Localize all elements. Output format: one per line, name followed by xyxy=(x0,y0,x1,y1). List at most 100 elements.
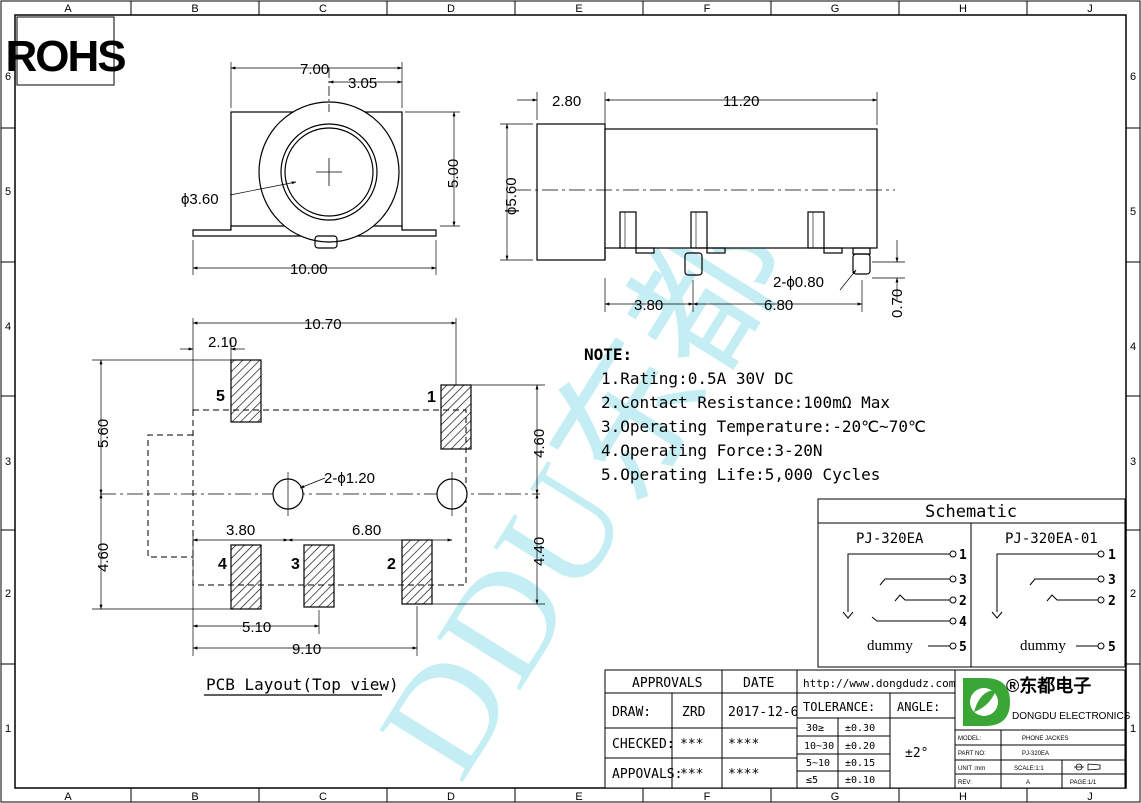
grid-col-bottom: F xyxy=(704,791,711,803)
tb-tol-value: ±0.15 xyxy=(845,758,875,769)
schematic-pin: 1 xyxy=(1108,548,1116,563)
tb-tol-value: ±0.20 xyxy=(845,741,875,752)
grid-col-top: D xyxy=(447,3,455,15)
grid-col-bottom: C xyxy=(319,791,327,803)
grid-column-labels: A B C D E F G H J A B C D E F G H J xyxy=(64,3,1092,803)
tb-url: http://www.dongdudz.com xyxy=(803,677,956,690)
tb-angle-value: ±2° xyxy=(905,746,928,761)
pad-label: 5 xyxy=(216,388,225,405)
grid-col-bottom: G xyxy=(831,791,840,803)
grid-col-bottom: A xyxy=(64,791,72,803)
tb-checked-label: CHECKED: xyxy=(612,737,675,752)
dim-pcb-pad-offset: 2.10 xyxy=(208,334,237,351)
schematic-right-model: PJ-320EA-01 xyxy=(1005,531,1098,547)
tb-draw-date: 2017-12-6 xyxy=(728,705,798,720)
tb-tolerance: TOLERANCE: xyxy=(803,700,875,714)
dim-side-pin-height: 0.70 xyxy=(889,289,906,318)
note-item: 1.Rating:0.5A 30V DC xyxy=(601,369,794,388)
grid-row-right: 3 xyxy=(1130,456,1136,468)
tb-draw-by: ZRD xyxy=(682,705,706,720)
note-item: 5.Operating Life:5,000 Cycles xyxy=(601,465,880,484)
pcb-caption: PCB Layout(Top view) xyxy=(206,675,399,694)
grid-col-top: H xyxy=(959,3,967,15)
dim-front-base: 10.00 xyxy=(290,261,328,278)
front-view xyxy=(192,62,460,275)
dim-pcb-hole-pitch2: 6.80 xyxy=(352,522,381,539)
dim-pcb-right-bottom: 4.40 xyxy=(531,537,548,566)
schematic-pin: 2 xyxy=(959,594,967,609)
schematic-title: Schematic xyxy=(925,502,1017,522)
schematic-pin: 4 xyxy=(959,615,967,630)
grid-row-left: 5 xyxy=(5,186,11,198)
tb-company-cn: ®东都电子 xyxy=(1006,675,1091,696)
pad-label: 3 xyxy=(291,556,300,573)
grid-row-right: 5 xyxy=(1130,206,1136,218)
schematic-pin: 3 xyxy=(959,573,967,588)
grid-col-bottom: H xyxy=(959,791,967,803)
grid-row-left: 2 xyxy=(5,588,11,600)
tb-checked-date: **** xyxy=(728,737,759,752)
note-item: 3.Operating Temperature:-20℃~70℃ xyxy=(601,417,926,436)
dim-pcb-bottom1: 5.10 xyxy=(242,619,271,636)
schematic-pin: 2 xyxy=(1108,594,1116,609)
tb-model: PHONE JACKES xyxy=(1022,736,1068,742)
grid-col-top: E xyxy=(575,3,582,15)
dim-side-length: 11.20 xyxy=(723,93,759,110)
grid-col-bottom: E xyxy=(575,791,582,803)
dim-side-pitch2: 6.80 xyxy=(764,297,793,314)
grid-row-right: 1 xyxy=(1130,723,1136,735)
grid-row-labels: 6 5 4 3 2 1 6 5 4 3 2 1 xyxy=(5,71,1136,735)
schematic-dummy-left: dummy xyxy=(867,638,913,654)
grid-row-left: 6 xyxy=(5,71,11,83)
tb-model-label: MODEL: xyxy=(958,736,981,742)
tb-angle: ANGLE: xyxy=(897,700,940,714)
tb-tol-value: ±0.30 xyxy=(845,723,875,734)
rohs-mark: ROHS xyxy=(5,32,125,81)
schematic xyxy=(817,498,1126,668)
grid-row-right: 2 xyxy=(1130,588,1136,600)
note-item: 4.Operating Force:3-20N xyxy=(601,441,823,460)
company-logo-icon xyxy=(963,678,1010,726)
dim-front-diameter: ϕ3.60 xyxy=(181,191,219,208)
schematic-dummy-right: dummy xyxy=(1020,638,1066,654)
dim-pcb-hole: 2-ϕ1.20 xyxy=(324,470,375,487)
title-block xyxy=(604,669,1126,789)
dim-pcb-left-top: 5.60 xyxy=(95,419,112,448)
tb-appovals-by: *** xyxy=(680,767,703,782)
projection-symbol-icon xyxy=(1074,763,1101,771)
grid-col-bottom: D xyxy=(447,791,455,803)
notes: NOTE: 1.Rating:0.5A 30V DC 2.Contact Res… xyxy=(584,345,926,484)
tb-scale: SCALE:1:1 xyxy=(1014,766,1044,772)
notes-heading: NOTE: xyxy=(584,345,632,364)
dim-front-height: 5.00 xyxy=(445,159,462,188)
tb-part: PJ-320EA xyxy=(1022,751,1049,757)
dim-front-width: 7.00 xyxy=(300,61,329,78)
tb-checked-by: *** xyxy=(680,737,703,752)
tb-tol-value: ±0.10 xyxy=(845,775,875,786)
dim-front-offset: 3.05 xyxy=(348,75,377,92)
dim-pcb-total: 10.70 xyxy=(304,316,342,333)
tb-part-label: PART NO: xyxy=(958,751,986,757)
dim-side-front: 2.80 xyxy=(552,93,581,110)
tb-rev-label: REV: xyxy=(958,780,972,786)
tb-draw-label: DRAW: xyxy=(612,705,651,720)
tb-tol-range: 5~10 xyxy=(806,758,830,769)
schematic-pin: 5 xyxy=(959,640,967,655)
tb-company-en: DONGDU ELECTRONICS xyxy=(1012,711,1131,722)
grid-col-top: J xyxy=(1087,3,1093,15)
grid-row-left: 4 xyxy=(5,321,11,333)
tb-tol-range: 30≥ xyxy=(806,723,824,734)
dim-pcb-bottom2: 9.10 xyxy=(292,641,321,658)
pcb-layout xyxy=(92,318,545,656)
grid-row-left: 3 xyxy=(5,456,11,468)
tb-approvals: APPROVALS xyxy=(632,676,702,691)
tb-appovals-date: **** xyxy=(728,767,759,782)
dim-side-diameter: ϕ5.60 xyxy=(503,177,520,215)
grid-col-top: A xyxy=(64,3,72,15)
schematic-pin: 1 xyxy=(959,548,967,563)
grid-col-top: B xyxy=(191,3,198,15)
dim-pcb-right-top: 4.60 xyxy=(531,429,548,458)
tb-tol-range: ≤5 xyxy=(806,775,818,786)
tb-date: DATE xyxy=(743,676,774,691)
